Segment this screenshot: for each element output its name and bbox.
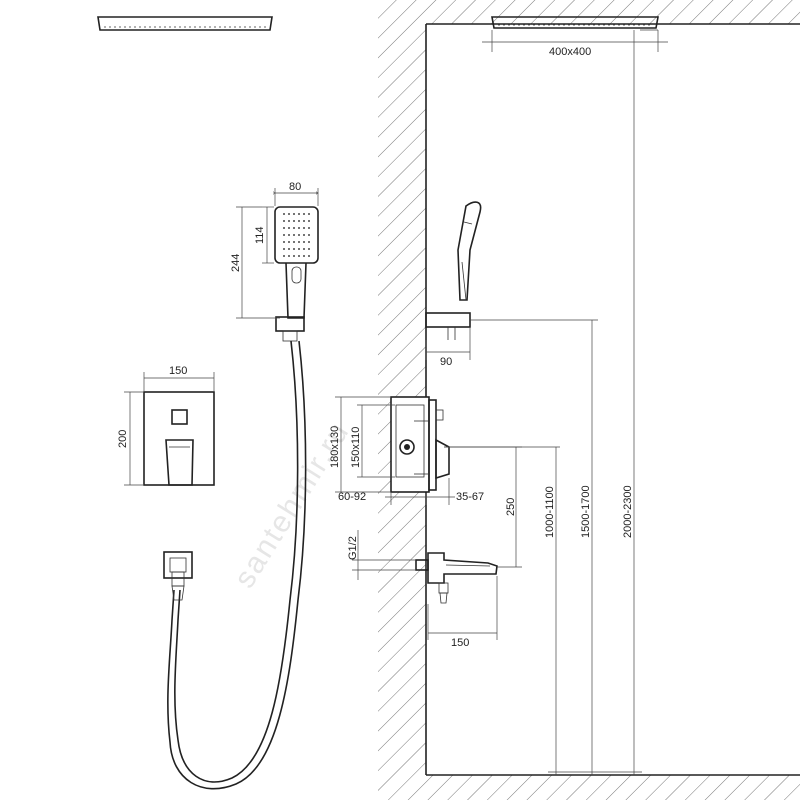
dim-holder-height-range: 1500-1700 xyxy=(580,485,592,538)
dim-box-outer: 180x130 xyxy=(329,426,341,468)
dim-overhead-size: 400x400 xyxy=(549,46,591,58)
bath-spout-view xyxy=(415,552,498,604)
dim-head-height-range: 2000-2300 xyxy=(622,485,634,538)
overhead-shower-top-view xyxy=(97,16,273,31)
wall-outlet-view xyxy=(163,551,193,601)
dim-hand-total-height: 244 xyxy=(230,254,242,272)
dim-box-depth: 60-92 xyxy=(338,491,366,503)
dim-thread: G1/2 xyxy=(347,536,359,560)
hand-shower-view xyxy=(274,206,319,342)
mixer-faceplate-view xyxy=(143,391,215,486)
dimension-lines xyxy=(124,29,668,775)
dim-mixer-height-range: 1000-1100 xyxy=(544,486,556,538)
dim-holder-offset: 90 xyxy=(440,356,452,368)
dim-box-inner: 150x110 xyxy=(350,427,362,468)
dim-mixer-height: 200 xyxy=(117,430,129,448)
dim-cover-depth: 35-67 xyxy=(456,491,484,503)
dim-mixer-width: 150 xyxy=(169,365,187,377)
wall-section xyxy=(378,0,800,800)
dim-spout-length: 150 xyxy=(451,637,469,649)
hose xyxy=(167,340,307,790)
ceiling-shower-side-view xyxy=(491,16,659,29)
dim-spout-rise: 250 xyxy=(505,498,517,516)
dim-hand-head-height: 114 xyxy=(254,226,266,244)
dim-hand-width: 80 xyxy=(289,181,301,193)
built-in-box-section xyxy=(390,396,450,493)
